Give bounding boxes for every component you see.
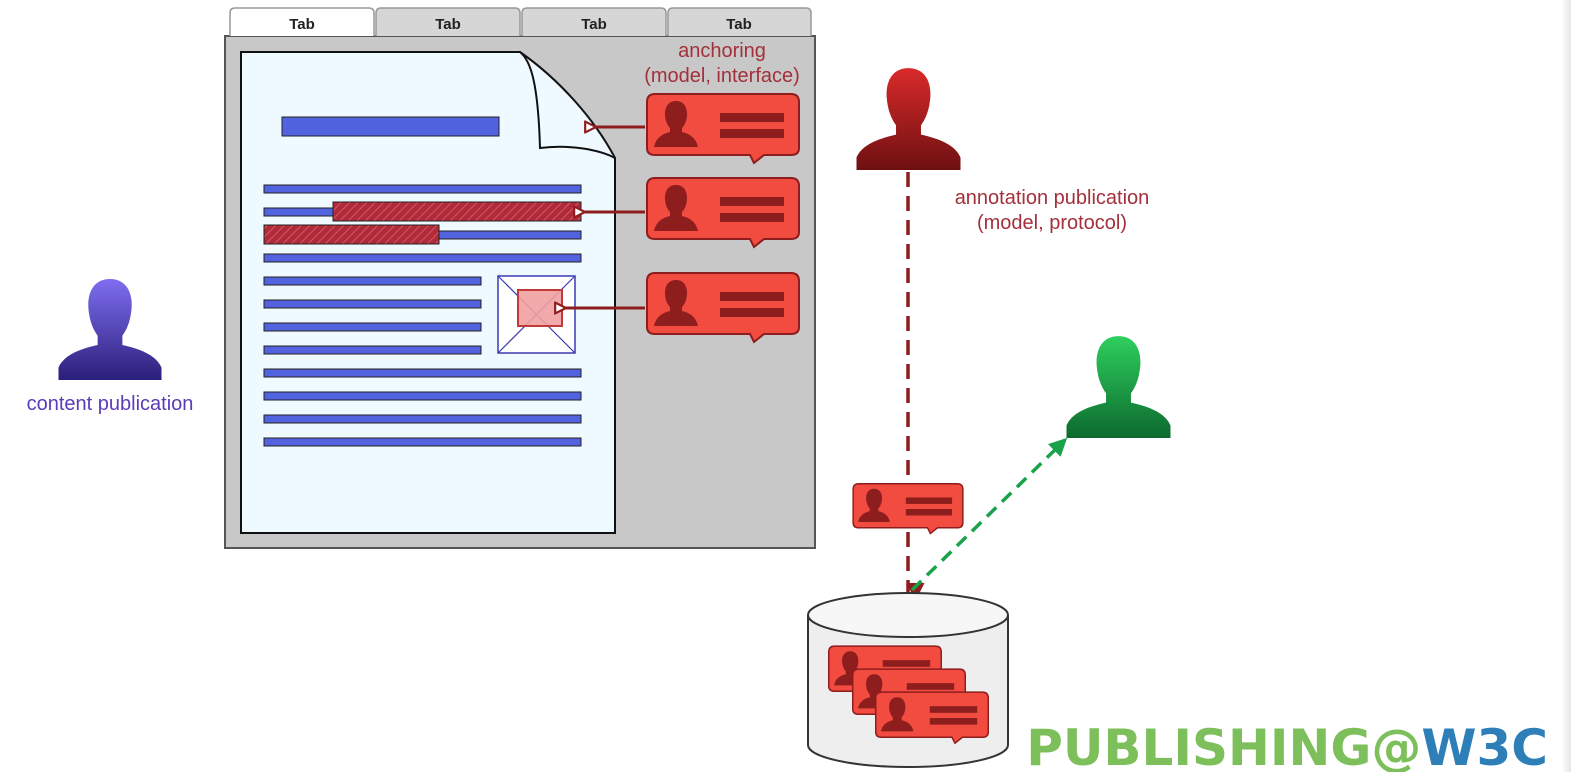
logo-at-text: @ bbox=[1371, 719, 1421, 772]
anchoring-label: anchoring bbox=[678, 40, 766, 62]
anchoring-sublabel: (model, interface) bbox=[644, 65, 800, 87]
publishing-w3c-logo: PUBLISHING@W3C bbox=[1026, 719, 1548, 772]
author-person-icon bbox=[58, 279, 162, 380]
image-placeholder-icon bbox=[497, 275, 576, 354]
reader-person-icon bbox=[1066, 336, 1171, 438]
tab-1-label: Tab bbox=[289, 16, 315, 33]
tab-4[interactable]: Tab bbox=[667, 7, 812, 36]
annotation-bubble-icon bbox=[646, 177, 800, 248]
content-publication-label: content publication bbox=[27, 393, 194, 415]
highlighted-text-selection bbox=[263, 201, 582, 245]
annotation-publication-label: annotation publication bbox=[955, 187, 1150, 209]
tab-bar: Tab Tab Tab Tab bbox=[229, 7, 812, 36]
annotation-bubble-icon bbox=[646, 93, 800, 164]
document-heading-bar bbox=[281, 116, 500, 137]
annotation-publication-sublabel: (model, protocol) bbox=[977, 212, 1127, 234]
tab-1[interactable]: Tab bbox=[229, 7, 375, 36]
image-region-selection bbox=[517, 289, 563, 327]
stored-annotation-icon bbox=[875, 691, 989, 744]
logo-w3c-text: W3C bbox=[1421, 719, 1548, 772]
tab-2-label: Tab bbox=[435, 16, 461, 33]
logo-publishing-text: PUBLISHING bbox=[1026, 719, 1371, 772]
document-page bbox=[240, 51, 616, 534]
annotation-bubble-icon bbox=[852, 483, 964, 535]
tab-3-label: Tab bbox=[581, 16, 607, 33]
tab-4-label: Tab bbox=[726, 16, 752, 33]
annotation-store-database-icon bbox=[807, 592, 1009, 768]
annotation-bubble-icon bbox=[646, 272, 800, 343]
annotator-person-icon bbox=[856, 68, 961, 170]
retrieve-arrow bbox=[910, 437, 1068, 592]
tab-3[interactable]: Tab bbox=[521, 7, 667, 36]
tab-2[interactable]: Tab bbox=[375, 7, 521, 36]
window-edge-shadow bbox=[1561, 0, 1571, 772]
